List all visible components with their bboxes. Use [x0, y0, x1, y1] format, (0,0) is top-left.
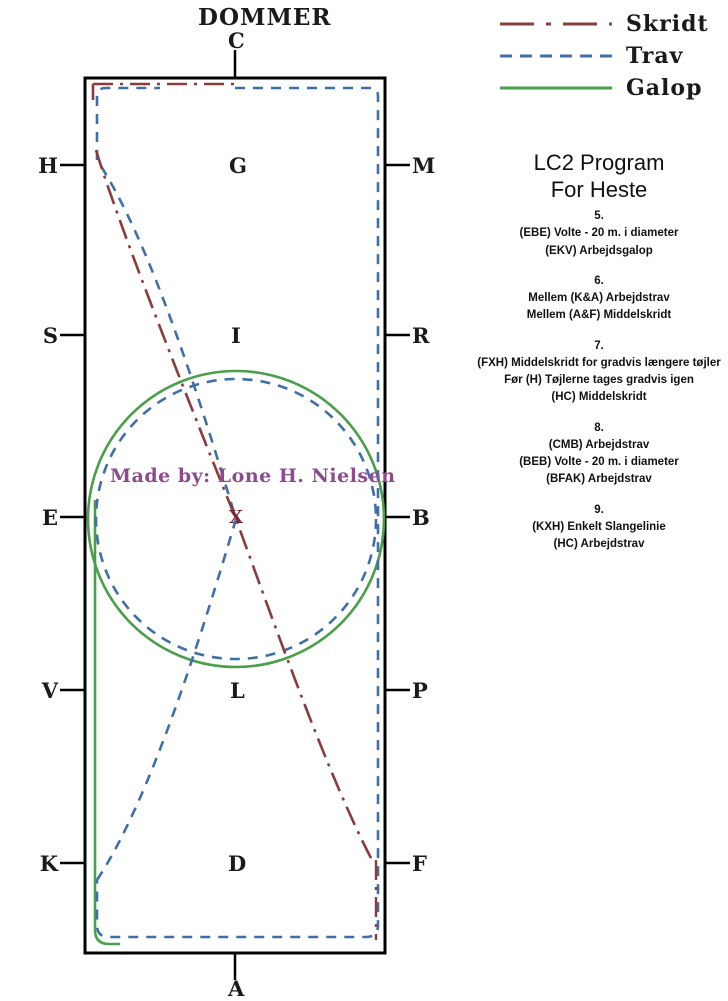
marker-c: C — [228, 28, 245, 53]
movement-line: Før (H) Tøjlerne tages gradvis igen — [504, 374, 694, 386]
legend-label-skridt: Skridt — [626, 11, 709, 37]
marker-f: F — [412, 851, 427, 876]
marker-r: R — [412, 323, 430, 348]
program-movement: 7. (FXH) Middelskridt for gradvis længer… — [470, 338, 728, 407]
legend-item-trav: Trav — [470, 40, 728, 72]
legend-label-trav: Trav — [626, 43, 684, 69]
program-title-line2: For Heste — [550, 176, 648, 202]
program-movement-list: 5. (EBE) Volte - 20 m. i diameter (EKV) … — [470, 208, 728, 566]
skridt-line-swatch — [500, 17, 612, 31]
movement-line: (BEB) Volte - 20 m. i diameter — [519, 456, 679, 468]
marker-v: V — [41, 678, 58, 703]
signature-text: Made by: Lone H. Nielsen — [110, 465, 396, 487]
info-panel: Skridt Trav Galop L — [470, 0, 728, 1000]
movement-number: 8. — [594, 421, 604, 434]
program-movement: 5. (EBE) Volte - 20 m. i diameter (EKV) … — [470, 208, 728, 260]
movement-line: (HC) Middelskridt — [551, 391, 647, 404]
legend-item-skridt: Skridt — [470, 8, 728, 40]
galop-line-swatch — [500, 81, 612, 95]
movement-line: (FXH) Middelskridt for gradvis længere t… — [477, 356, 721, 369]
judge-label: DOMMER — [198, 4, 332, 31]
movement-line: (CMB) Arbejdstrav — [548, 438, 650, 451]
movement-number: 9. — [594, 503, 604, 516]
movement-line: Mellem (A&F) Middelskridt — [526, 309, 672, 322]
program-title-line1: LC2 Program — [533, 150, 665, 175]
marker-i: I — [231, 323, 241, 348]
marker-p: P — [412, 678, 428, 703]
trav-volte-circle — [94, 377, 378, 661]
marker-b: B — [412, 505, 430, 530]
skridt-diagonal-fxh — [94, 149, 374, 861]
program-title: LC2 Program For Heste — [470, 150, 728, 204]
galop-left-track — [93, 500, 120, 946]
movement-line: Mellem (K&A) Arbejdstrav — [528, 292, 670, 304]
legend-label-galop: Galop — [626, 75, 703, 101]
trav-serpentine — [95, 86, 238, 881]
movement-number: 6. — [594, 274, 604, 287]
movement-line: (HC) Arbejdstrav — [553, 538, 645, 550]
movement-number: 7. — [594, 339, 604, 352]
marker-d: D — [228, 851, 247, 876]
arena-diagram: DOMMER C A H S E V K M R B P F G I X L D… — [38, 4, 436, 1001]
marker-l: L — [230, 678, 245, 703]
program-movement: 6. Mellem (K&A) Arbejdstrav Mellem (A&F)… — [470, 273, 728, 325]
legend: Skridt Trav Galop — [470, 8, 728, 104]
marker-h: H — [38, 153, 58, 178]
marker-x: X — [229, 507, 243, 528]
trav-line-swatch — [500, 49, 612, 63]
marker-s: S — [42, 323, 58, 348]
movement-line: (EBE) Volte - 20 m. i diameter — [519, 227, 679, 240]
legend-item-galop: Galop — [470, 72, 728, 104]
marker-a: A — [228, 976, 245, 1001]
movement-line: (BFAK) Arbejdstrav — [546, 473, 652, 486]
marker-g: G — [229, 153, 247, 178]
marker-k: K — [39, 851, 58, 876]
galop-volte-circle — [86, 369, 386, 669]
marker-e: E — [41, 505, 58, 530]
movement-line: (EKV) Arbejdsgalop — [545, 244, 653, 257]
movement-line: (KXH) Enkelt Slangelinie — [532, 520, 666, 533]
arena-svg — [60, 50, 410, 980]
trav-outer-track — [95, 86, 380, 939]
program-movement: 9. (KXH) Enkelt Slangelinie (HC) Arbejds… — [470, 502, 728, 554]
marker-ticks — [60, 50, 410, 980]
marker-m: M — [412, 153, 436, 178]
program-movement: 8. (CMB) Arbejdstrav (BEB) Volte - 20 m.… — [470, 420, 728, 489]
movement-number: 5. — [594, 210, 604, 222]
skridt-top-track — [91, 82, 240, 100]
